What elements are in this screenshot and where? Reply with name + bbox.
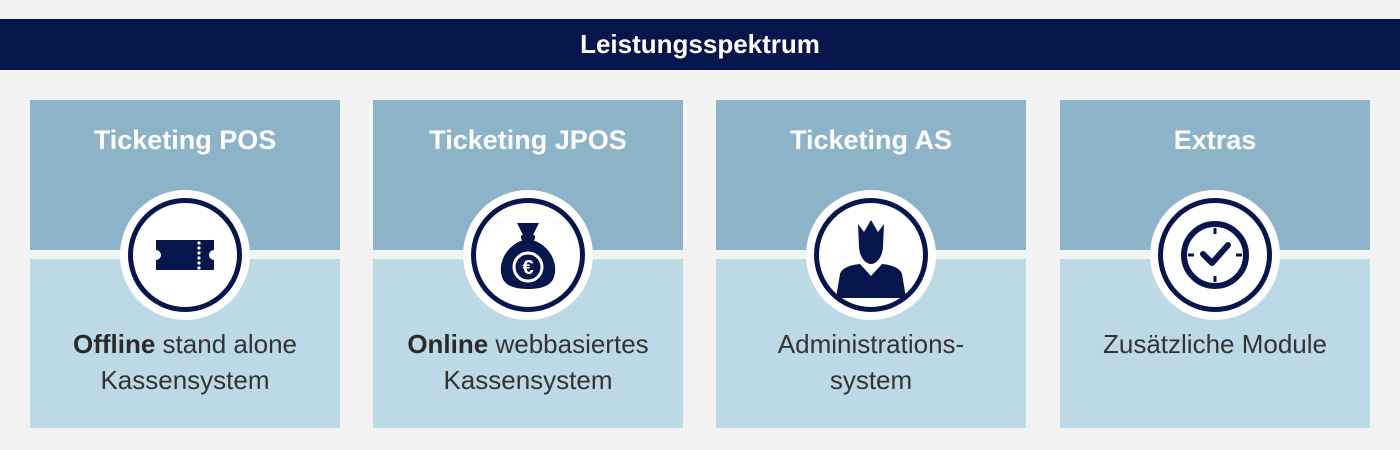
banner: Leistungsspektrum (0, 19, 1400, 70)
card-desc-line2: Kassensystem (443, 365, 613, 395)
card-desc-bold: Online (407, 329, 489, 359)
card-description: Online webbasiertes Kassensystem (373, 326, 683, 398)
card-title: Ticketing AS (789, 125, 953, 155)
card-title: Ticketing POS (93, 125, 277, 155)
card-desc-rest: Administrations- (777, 329, 965, 359)
card-title: Ticketing JPOS (429, 125, 627, 155)
card-desc-rest: webbasiertes (488, 329, 649, 359)
card-desc-rest: Zusätzliche Module (1103, 329, 1327, 359)
money-bag-euro-icon: € (500, 223, 556, 289)
icon-badge: € (463, 190, 593, 320)
administrator-person-icon (836, 220, 906, 298)
icon-badge (1150, 190, 1280, 320)
icon-badge (120, 190, 250, 320)
card-title: Extras (1173, 125, 1257, 155)
banner-title: Leistungsspektrum (580, 29, 820, 59)
card-desc-rest: stand alone (155, 329, 297, 359)
card-desc-line2: Kassensystem (100, 365, 270, 395)
ticket-icon (156, 240, 214, 270)
card-ticketing-pos[interactable]: Ticketing POS Offline stand alone Kassen… (30, 100, 340, 428)
card-desc-bold: Offline (72, 329, 156, 359)
card-extras[interactable]: Extras Zusätzliche Module (1060, 100, 1370, 428)
clock-check-icon (1181, 221, 1249, 289)
card-description: Zusätzliche Module (1060, 326, 1370, 362)
card-description: Administrations- system (716, 326, 1026, 398)
icon-badge (806, 190, 936, 320)
card-desc-line2: system (829, 365, 913, 395)
svg-text:€: € (522, 257, 533, 279)
card-ticketing-jpos[interactable]: Ticketing JPOS € Online webbasiertes Kas… (373, 100, 683, 428)
card-ticketing-as[interactable]: Ticketing AS Administrations- system (716, 100, 1026, 428)
card-description: Offline stand alone Kassensystem (30, 326, 340, 398)
